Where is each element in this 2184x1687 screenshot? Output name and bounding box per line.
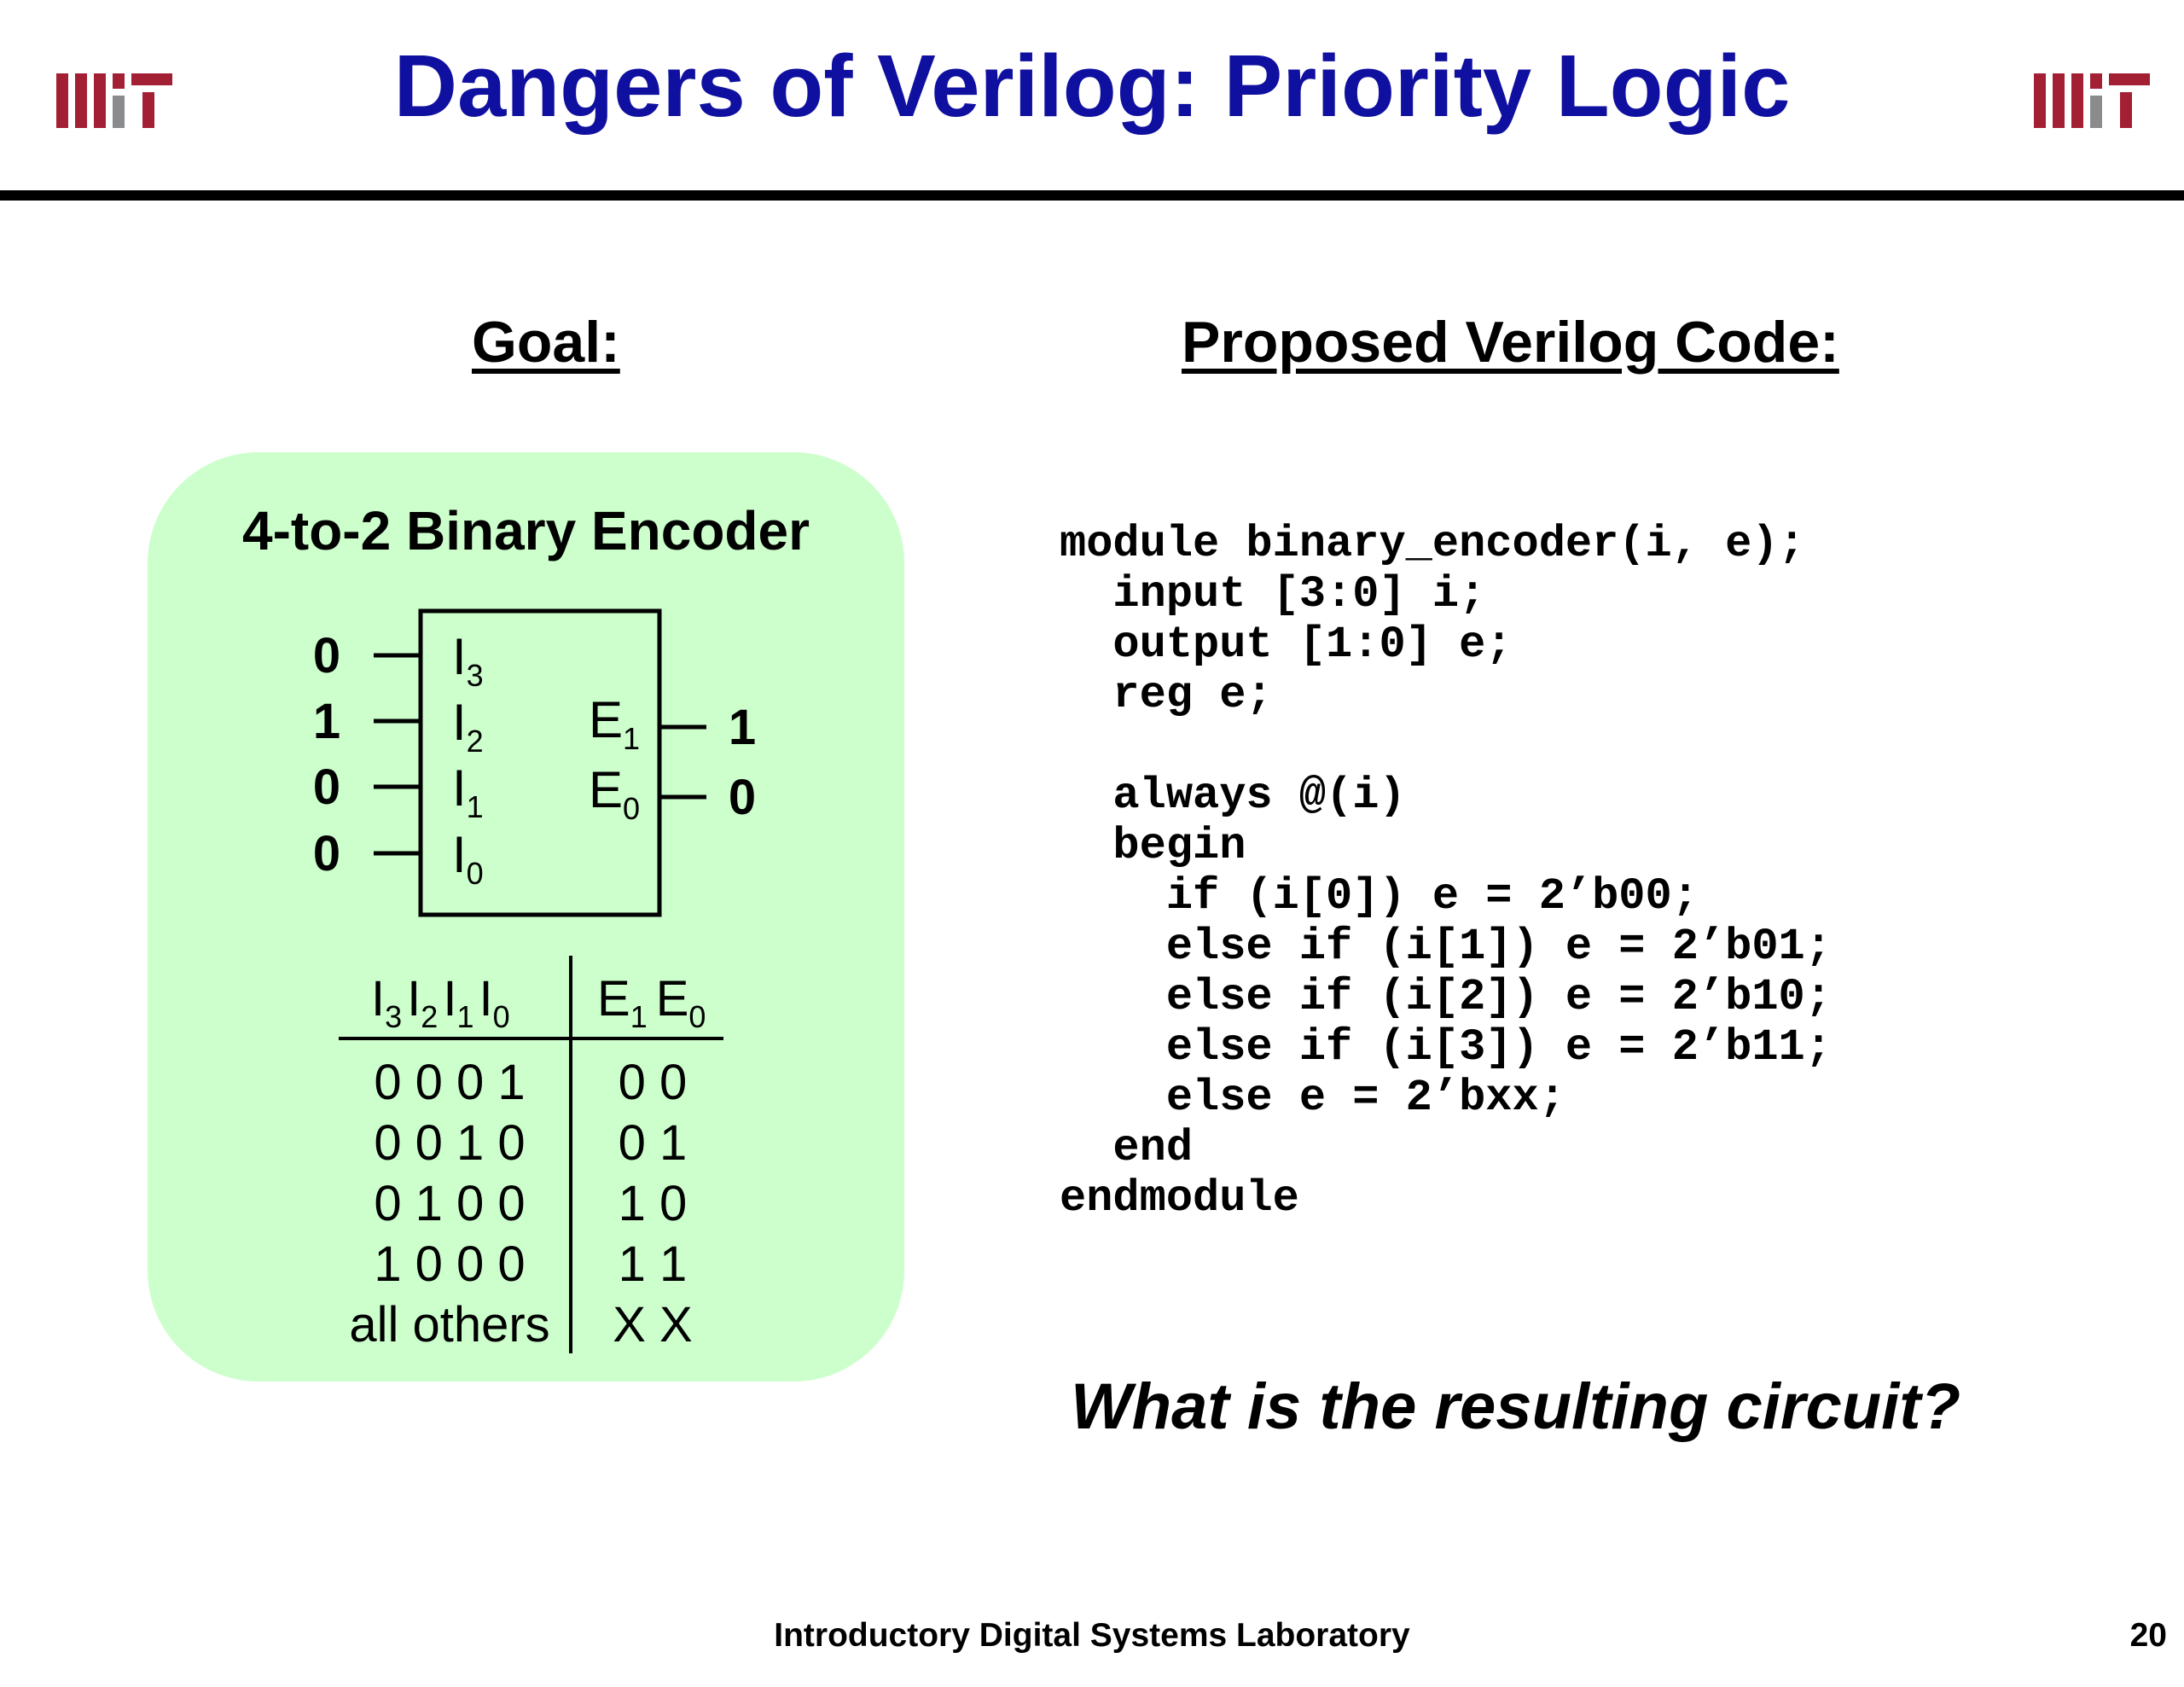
output-value-e0: 0 xyxy=(729,770,756,825)
truth-table-row-output: 1 1 xyxy=(619,1236,688,1292)
mit-logo-icon xyxy=(56,73,172,128)
truth-table-row-input: 0 1 0 0 xyxy=(374,1176,525,1231)
mit-logo-left xyxy=(56,67,172,128)
port-label-e1: E1 xyxy=(589,691,640,756)
port-label-e0: E0 xyxy=(589,761,640,826)
truth-table-row-input: all others xyxy=(349,1297,549,1353)
port-label-i3: I3 xyxy=(452,628,484,693)
encoder-title: 4-to-2 Binary Encoder xyxy=(241,500,810,561)
truth-table-row-input: 0 0 0 1 xyxy=(374,1055,525,1110)
input-value-i3: 0 xyxy=(313,628,340,684)
truth-table-row-output: X X xyxy=(613,1297,693,1353)
page-number: 20 xyxy=(2129,1617,2167,1654)
verilog-code: module binary_encoder(i, e); input [3:0]… xyxy=(1060,519,1832,1224)
port-label-i2: I2 xyxy=(452,694,484,759)
title-divider xyxy=(0,190,2184,201)
truth-table-row-output: 0 0 xyxy=(619,1055,688,1110)
input-value-i2: 1 xyxy=(313,694,340,749)
slide-title: Dangers of Verilog: Priority Logic xyxy=(393,37,1791,135)
truth-table-row-input: 1 0 0 0 xyxy=(374,1236,525,1292)
question-text: What is the resulting circuit? xyxy=(1071,1370,1960,1443)
encoder-box xyxy=(418,608,662,917)
mit-logo-icon xyxy=(2034,73,2150,128)
truth-table-row-output: 0 1 xyxy=(619,1115,688,1171)
encoder-block-diagram: 0 1 0 0 I3 I2 I1 I0 E1 E0 1 0 xyxy=(313,608,756,917)
output-value-e1: 1 xyxy=(729,700,756,755)
port-label-i0: I0 xyxy=(452,826,484,891)
footer-text: Introductory Digital Systems Laboratory xyxy=(774,1617,1410,1654)
input-value-i1: 0 xyxy=(313,759,340,815)
truth-table-row-input: 0 0 1 0 xyxy=(374,1115,525,1171)
mit-logo-right xyxy=(2034,67,2150,128)
goal-heading: Goal: xyxy=(472,310,620,375)
input-value-i0: 0 xyxy=(313,826,340,881)
code-heading: Proposed Verilog Code: xyxy=(1182,310,1839,375)
port-label-i1: I1 xyxy=(452,759,484,824)
truth-table-row-output: 1 0 xyxy=(619,1176,688,1231)
